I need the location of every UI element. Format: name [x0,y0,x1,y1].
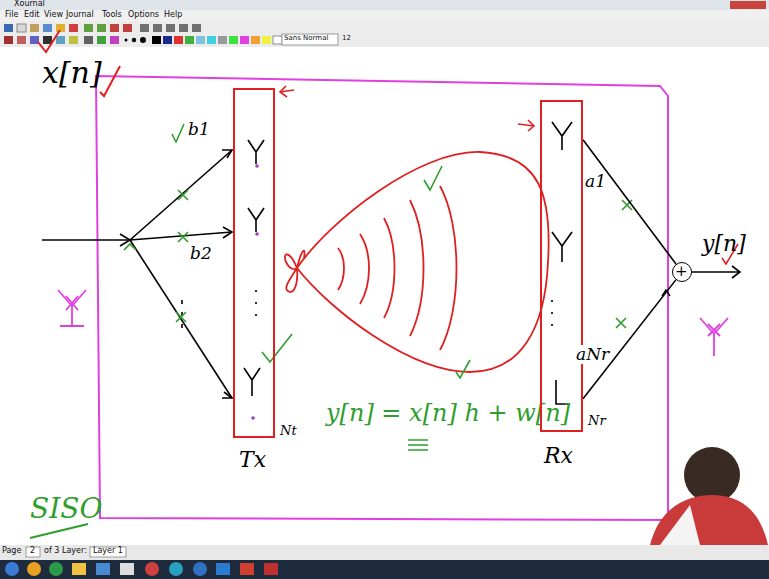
status-text: Page [2,547,21,556]
presenter-video [650,447,768,545]
tick-mark [262,334,292,362]
status-bar [0,545,769,560]
siso-antenna [58,290,728,356]
menu-item: Tools [102,11,122,20]
layer-name: Layer 1 [93,547,123,556]
frame-outline [96,76,668,520]
array-label: Rx [544,444,573,468]
font-size: 12 [342,35,351,43]
array-label: Tx [239,448,266,472]
menu-item: Edit [24,11,40,20]
output-signal: y[n] [702,232,746,256]
output-wire [692,266,740,278]
antenna-dots [251,164,259,420]
canvas [0,47,769,545]
tick-mark [424,166,442,190]
taskbar-icons [5,562,278,576]
menu-item: Help [164,11,182,20]
page-number: 2 [30,547,35,556]
status-text: Layer: [62,547,87,556]
tick-mark [456,360,470,378]
weight-marks [124,124,188,322]
transmit-array: NtTx [233,88,275,438]
system-type: SISO [30,494,102,525]
weight-label: b1 [188,120,210,139]
antenna-count: Nr [588,414,606,428]
beam-pattern [285,152,549,372]
menu-item: Options [128,11,159,20]
weight-marks [616,200,632,328]
equivalence-mark [408,440,428,450]
toolbar [0,21,769,47]
window-title: Xournal [14,0,45,9]
antenna-count: Nt [280,424,297,438]
menu-item: Journal [66,11,94,20]
status-text: of 3 [44,547,59,556]
adder-symbol: + [675,263,688,280]
receive-array: NrRx [540,100,583,432]
equation: y[n] = x[n] h + w[n] [326,400,570,426]
menu-item: View [44,11,63,20]
tick-mark [38,30,60,52]
tx-antennas [244,140,264,396]
underline [30,524,88,538]
taskbar [0,560,769,579]
title-bar [0,0,769,10]
rx-antennas [552,122,572,404]
tick-mark [100,66,120,96]
weighted-connector [583,280,676,399]
close-button [730,1,766,9]
toolbar-icons [4,24,338,45]
menu-item: File [5,11,18,20]
input-wires [42,150,232,398]
adder-circle: + [672,262,692,282]
weight-label: b2 [190,244,212,263]
menu-bar [0,10,769,21]
weight-label: aNr [576,345,609,364]
font-name: Sans Normal [284,35,328,43]
pointer-arrow [518,120,534,131]
pointer-arrow [280,86,294,97]
weight-label: a1 [585,172,606,191]
weighted-connector [583,140,676,264]
input-signal: x[n] [42,56,102,89]
